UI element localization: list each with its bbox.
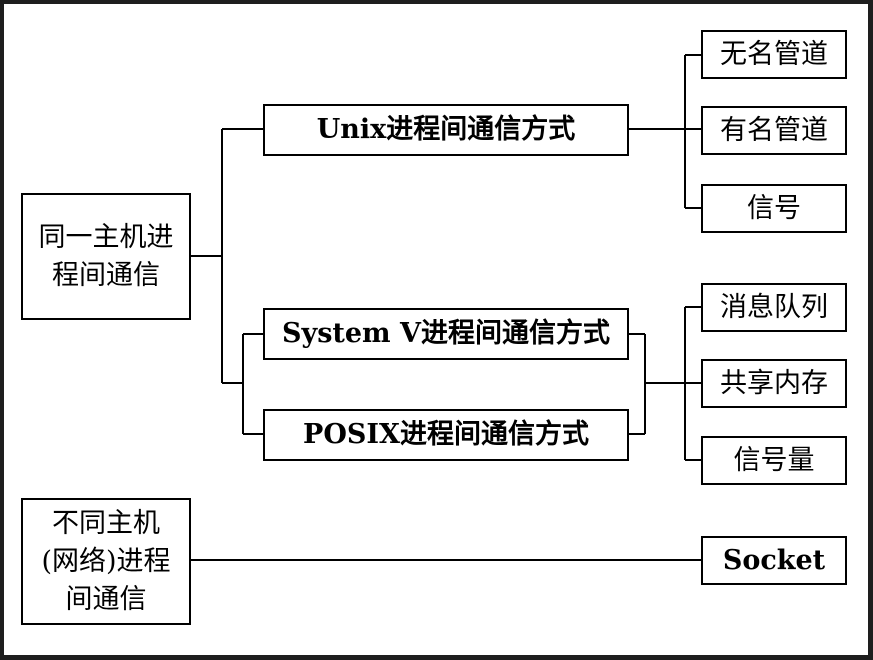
root-local-line-2: 程间通信	[52, 259, 160, 291]
root-network-line-2: (网络)进程	[41, 545, 171, 577]
connector-unix-children	[629, 54, 701, 209]
socket-box: Socket	[701, 536, 847, 585]
systemv-ipc-box: System V进程间通信方式	[263, 308, 629, 360]
root-local-line-1: 同一主机进	[38, 221, 174, 253]
shared-memory-box: 共享内存	[701, 359, 847, 408]
connector-sysv-posix-bracket	[242, 333, 263, 435]
connector-sysv-posix-merge	[629, 333, 685, 435]
root-network-ipc-box: 不同主机 (网络)进程 间通信	[21, 498, 191, 625]
posix-ipc-box: POSIX进程间通信方式	[263, 409, 629, 461]
signal-box: 信号	[701, 184, 847, 233]
unnamed-pipe-box: 无名管道	[701, 30, 847, 79]
connector-sysv-children	[684, 306, 701, 461]
unix-ipc-box: Unix进程间通信方式	[263, 104, 629, 156]
message-queue-box: 消息队列	[701, 283, 847, 332]
root-network-line-3: 间通信	[65, 583, 147, 615]
root-network-line-1: 不同主机	[52, 507, 160, 539]
named-pipe-box: 有名管道	[701, 106, 847, 155]
semaphore-box: 信号量	[701, 436, 847, 485]
root-local-ipc-box: 同一主机进 程间通信	[21, 193, 191, 320]
connector-root-local	[191, 128, 263, 384]
